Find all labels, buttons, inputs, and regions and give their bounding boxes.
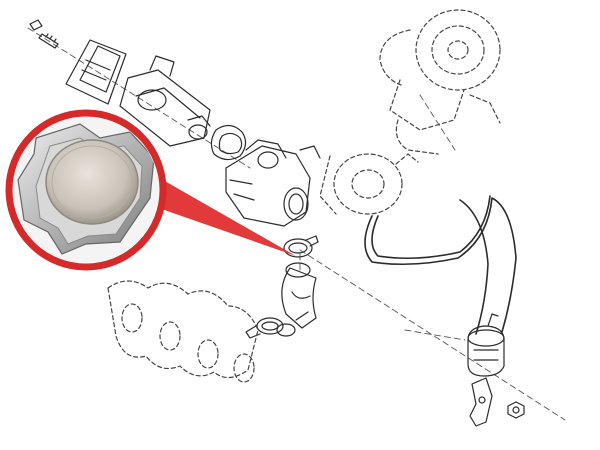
stud-bolt — [29, 19, 59, 49]
mounting-bracket — [469, 377, 493, 427]
turbocharger — [379, 9, 501, 155]
callout-pointer — [150, 176, 296, 256]
egr-cooler-housing — [225, 139, 321, 227]
heat-shield — [65, 39, 127, 105]
hose-clamp-lower — [245, 317, 296, 339]
elbow-pipe — [281, 262, 317, 329]
solenoid-valve — [467, 313, 505, 377]
nut — [507, 401, 525, 419]
egr-valve — [119, 55, 211, 147]
exhaust-manifold — [107, 280, 259, 383]
vacuum-pump — [319, 153, 419, 215]
vacuum-hose — [364, 195, 517, 335]
callout-inset — [5, 109, 167, 271]
blanking-disc — [45, 139, 139, 225]
assembly-line-main — [27, 27, 566, 421]
gasket — [210, 124, 247, 161]
hose-clamp-upper — [283, 235, 319, 258]
